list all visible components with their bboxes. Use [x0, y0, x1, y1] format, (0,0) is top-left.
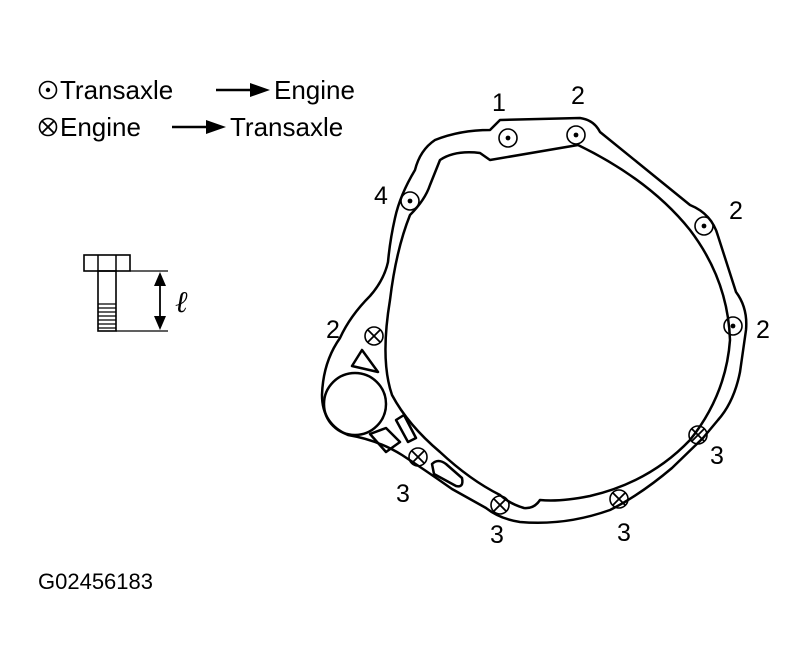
housing-cutout: [368, 426, 402, 454]
housing-large-hole: [322, 371, 388, 437]
bolt-label: 3: [710, 442, 724, 470]
bolt-threads: [98, 303, 116, 329]
bolt-label: 3: [490, 521, 504, 549]
legend-row2-to: Transaxle: [230, 112, 343, 142]
legend-row1-to: Engine: [274, 75, 355, 105]
bolt-label: 2: [756, 316, 770, 344]
bolt-label: 2: [729, 197, 743, 225]
housing-cutout: [430, 459, 464, 488]
crossed-bolt-icon: [364, 326, 384, 346]
bolt-label: 4: [374, 182, 388, 210]
legend-row1-from: Transaxle: [60, 75, 173, 105]
dotted-bolt-icon: [498, 128, 518, 148]
bolt-label: 3: [396, 480, 410, 508]
bolt-length-symbol: ℓ: [175, 286, 188, 319]
legend: Transaxle Engine Engine Transaxle: [38, 75, 355, 142]
dotted-bolt-icon: [400, 191, 420, 211]
crossed-bolt-icon: [688, 425, 708, 445]
dotted-bolt-icon: [694, 216, 714, 236]
arrow-right-icon: [216, 83, 270, 97]
dotted-circle-icon: [38, 80, 58, 100]
bolt-label: 2: [571, 82, 585, 110]
crossed-bolt-icon: [609, 489, 629, 509]
housing-inner-edge: [384, 143, 732, 510]
dotted-bolt-icon: [566, 125, 586, 145]
bolt-label: 3: [617, 519, 631, 547]
legend-row2-from: Engine: [60, 112, 141, 142]
dotted-bolt-icon: [723, 316, 743, 336]
crossed-circle-icon: [38, 117, 58, 137]
bolt-illustration: ℓ: [83, 254, 188, 332]
housing-cutout: [394, 413, 418, 444]
bolts: [364, 125, 743, 515]
bolt-label: 2: [326, 316, 340, 344]
transaxle-housing: [320, 116, 748, 525]
housing-outer-edge: [320, 116, 748, 525]
housing-cutout: [350, 348, 380, 374]
crossed-bolt-icon: [490, 495, 510, 515]
bolt-labels: 1 2 2 2 4 2 3 3 3 3: [326, 82, 770, 549]
arrow-right-icon: [172, 120, 226, 134]
figure-code: G02456183: [38, 569, 153, 594]
crossed-bolt-icon: [408, 447, 428, 467]
bolt-label: 1: [492, 89, 506, 117]
